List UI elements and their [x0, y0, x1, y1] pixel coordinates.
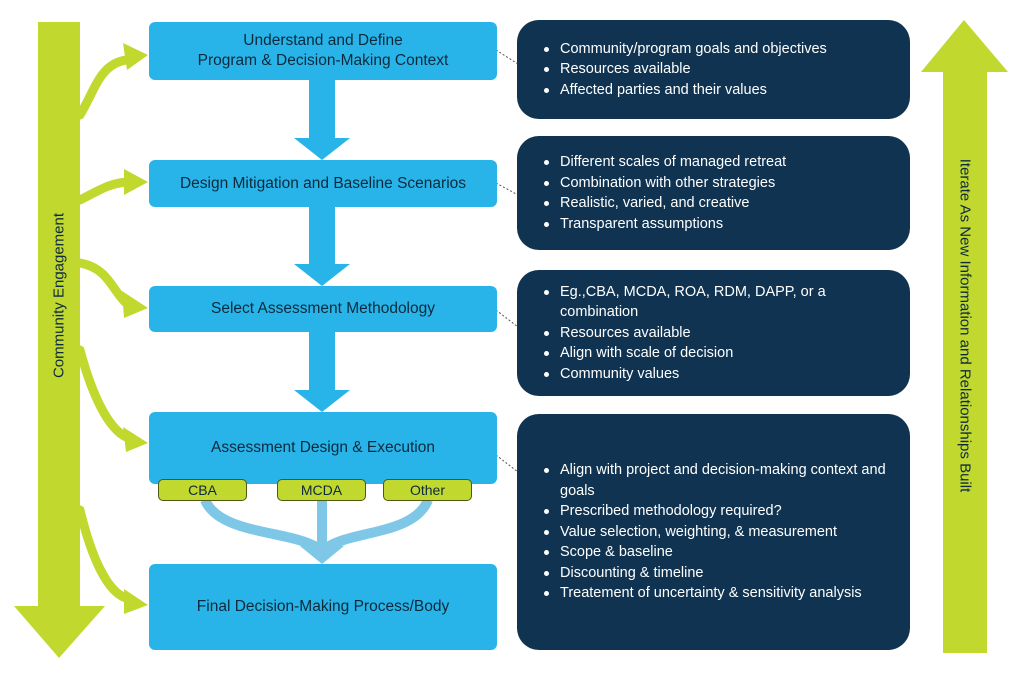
info-panel-context: Community/program goals and objectives R…	[517, 20, 910, 119]
panel-bullet: Treatement of uncertainty & sensitivity …	[544, 583, 890, 604]
panel-bullet: Eg.,CBA, MCDA, ROA, RDM, DAPP, or a comb…	[544, 282, 890, 323]
panel-bullet: Discounting & timeline	[544, 563, 890, 584]
engagement-branch-arrows	[75, 55, 131, 603]
step-select-methodology: Select Assessment Methodology	[149, 286, 497, 332]
community-engagement-label: Community Engagement	[50, 212, 68, 379]
panel-bullet: Align with scale of decision	[544, 343, 890, 364]
panel-bullet: Community/program goals and objectives	[544, 39, 890, 60]
community-engagement-arrow	[14, 22, 105, 658]
method-pill-mcda: MCDA	[277, 479, 366, 501]
panel-bullet: Different scales of managed retreat	[544, 152, 890, 173]
step-label: Understand and Define Program & Decision…	[197, 32, 449, 69]
panel-connectors	[495, 49, 519, 473]
engagement-arrowheads	[122, 43, 148, 614]
info-panel-assessment: Align with project and decision-making c…	[517, 414, 910, 650]
step-label: Select Assessment Methodology	[210, 300, 435, 317]
flow-arrows	[294, 80, 350, 412]
iterate-arrow	[921, 20, 1008, 653]
method-pill-cba: CBA	[158, 479, 247, 501]
panel-bullet: Prescribed methodology required?	[544, 501, 890, 522]
step-design-scenarios: Design Mitigation and Baseline Scenarios	[149, 160, 497, 207]
step-final-decision: Final Decision-Making Process/Body	[149, 564, 497, 650]
panel-bullet: Align with project and decision-making c…	[544, 460, 890, 501]
panel-bullet: Community values	[544, 364, 890, 385]
panel-bullet: Combination with other strategies	[544, 173, 890, 194]
step-label: Assessment Design & Execution	[211, 439, 435, 456]
method-pill-other: Other	[383, 479, 472, 501]
step-label: Final Decision-Making Process/Body	[196, 598, 450, 615]
method-merge-arrows	[200, 497, 433, 553]
step-label: Design Mitigation and Baseline Scenarios	[179, 174, 467, 192]
panel-bullet: Affected parties and their values	[544, 80, 890, 101]
info-panel-methodology: Eg.,CBA, MCDA, ROA, RDM, DAPP, or a comb…	[517, 270, 910, 396]
panel-bullet: Resources available	[544, 59, 890, 80]
panel-bullet: Resources available	[544, 323, 890, 344]
step-assessment-design: Assessment Design & Execution	[149, 412, 497, 484]
panel-bullet: Value selection, weighting, & measuremen…	[544, 522, 890, 543]
panel-bullet: Realistic, varied, and creative	[544, 193, 890, 214]
iterate-label: Iterate As New Information and Relations…	[956, 158, 974, 493]
merge-arrowhead	[300, 546, 344, 564]
panel-bullet: Transparent assumptions	[544, 214, 890, 235]
step-understand-define: Understand and Define Program & Decision…	[149, 22, 497, 80]
info-panel-scenarios: Different scales of managed retreat Comb…	[517, 136, 910, 250]
panel-bullet: Scope & baseline	[544, 542, 890, 563]
